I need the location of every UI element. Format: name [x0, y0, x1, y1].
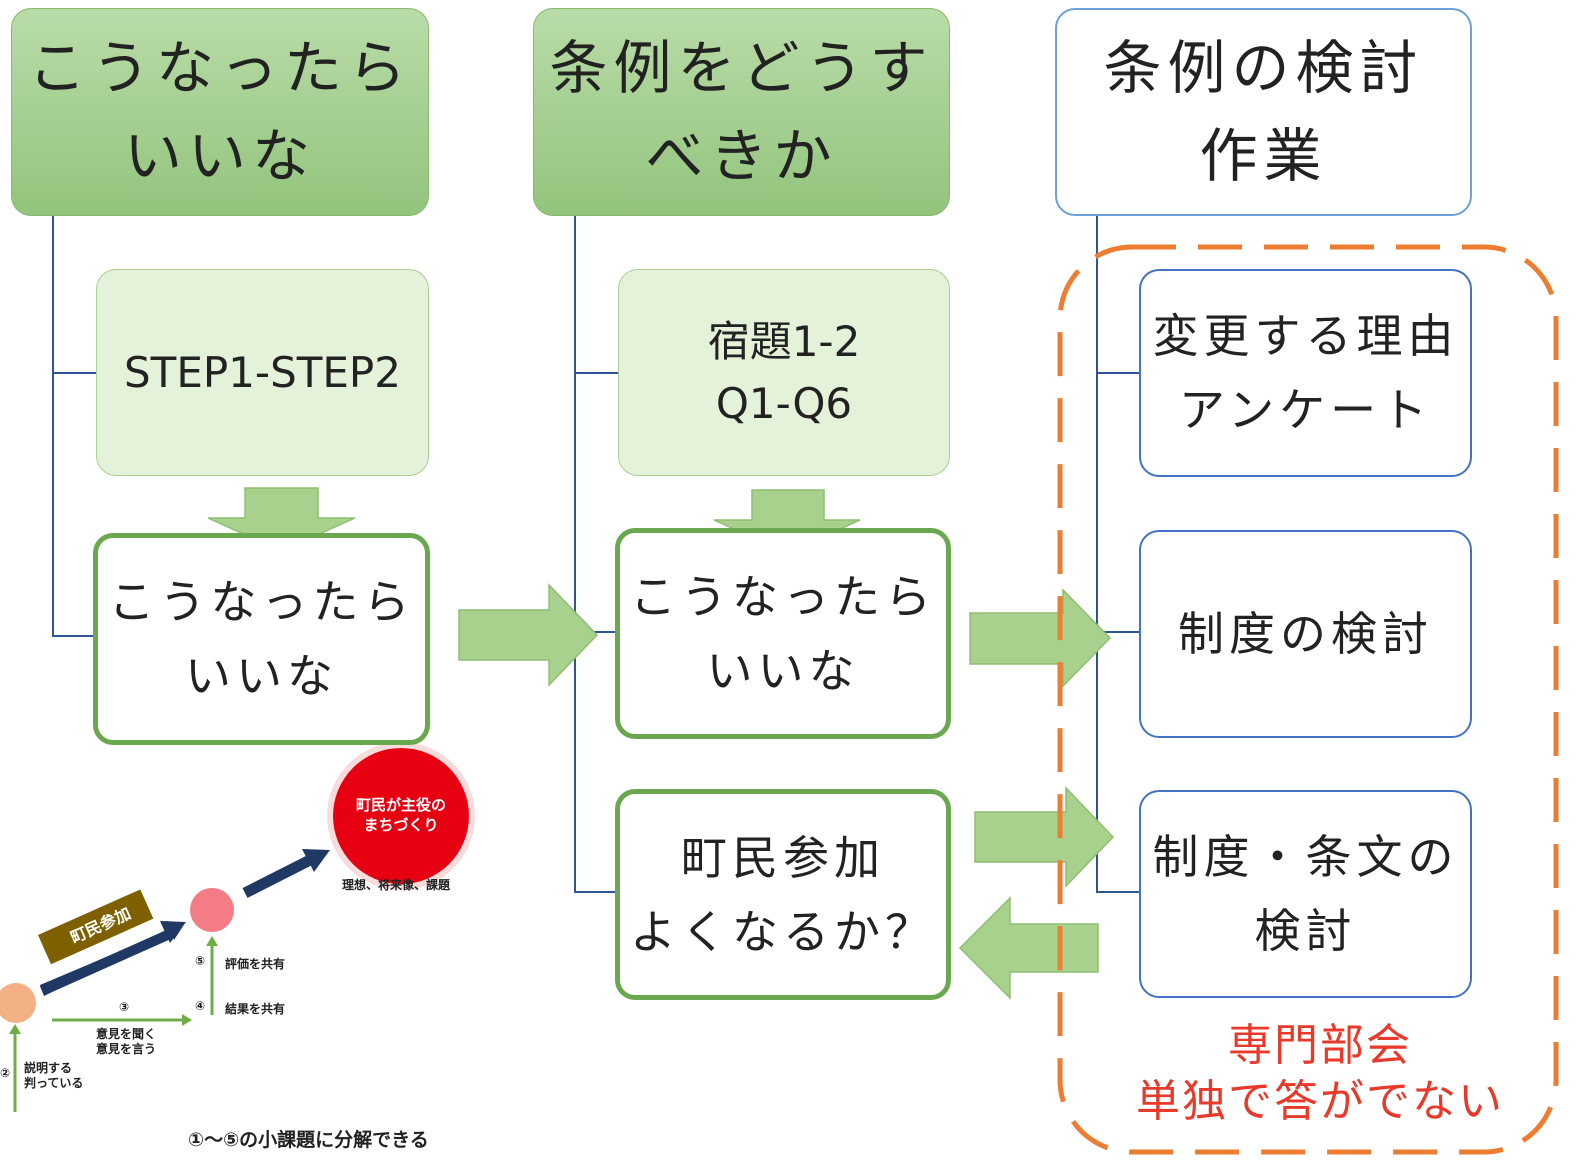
goal-text-line-1: 町民が主役の [355, 796, 446, 814]
column-3-item-system-line-1: 制度の検討 [1178, 607, 1433, 661]
column-1-header-line-2: いいな [123, 122, 316, 190]
goal-caption: 理想、将来像、課題 [342, 878, 451, 892]
column-2-header-line-2: べきか [645, 122, 838, 190]
column-1-result-box: こうなったら いいな [93, 533, 430, 745]
participation-banner [38, 889, 154, 965]
left-arrow [958, 896, 1099, 1000]
right-arrow-1 [458, 583, 599, 687]
column-2-participation-line-2: よくなるか？ [630, 904, 936, 959]
step-2-label: 説明する 判っている [24, 1061, 83, 1091]
column-3-item-system: 制度の検討 [1139, 530, 1472, 738]
column-1-connector [52, 216, 96, 637]
column-1-step-box: STEP1-STEP2 [96, 269, 429, 476]
column-3-header-line-1: 条例の検討 [1103, 34, 1424, 102]
step-4-number: ④ [195, 999, 206, 1013]
column-2-connector [574, 216, 618, 893]
mini-diagram [0, 742, 475, 1112]
step-2-label-line-1: 説明する [24, 1061, 73, 1075]
column-2-header: 条例をどうす べきか [533, 8, 950, 216]
column-1-header: こうなったら いいな [11, 8, 429, 216]
step-5-label: 評価を共有 [225, 957, 286, 971]
column-1-result-line-1: こうなったら [108, 575, 415, 629]
column-2-step-line-2: Q1-Q6 [715, 378, 853, 428]
step-4-label: 結果を共有 [225, 1002, 286, 1016]
goal-text-line-2: まちづくり [363, 816, 439, 834]
expert-group-label-line-1: 専門部会 [1228, 1020, 1412, 1071]
milestone-circle-pink [190, 888, 234, 932]
column-2-result-line-2: いいな [706, 643, 860, 698]
expert-group-label-line-2: 単独で答がでない [1136, 1076, 1504, 1127]
goal-text: 町民が主役の まちづくり [336, 795, 466, 835]
column-1-step-label: STEP1-STEP2 [124, 347, 401, 397]
right-arrow-3 [974, 786, 1115, 888]
expert-group-outline [1057, 244, 1559, 1155]
right-arrow-2 [969, 588, 1112, 688]
column-1-header-line-1: こうなったら [27, 34, 412, 102]
column-2-result-box: こうなったら いいな [615, 528, 951, 739]
column-2-step-box: 宿題1-2 Q1-Q6 [618, 269, 950, 476]
column-3-item-articles-line-2: 検討 [1254, 904, 1357, 958]
step-5-number: ⑤ [195, 954, 206, 968]
milestone-circle-orange [0, 983, 36, 1023]
step-3-label-line-1: 意見を聞く [96, 1027, 157, 1041]
expert-group-label: 専門部会 単独で答がでない [1110, 1018, 1530, 1130]
column-3-header-line-2: 作業 [1199, 122, 1328, 190]
column-3-item-reason-line-1: 変更する理由 [1152, 309, 1459, 363]
column-1-result-line-2: いいな [185, 649, 338, 703]
column-2-header-line-1: 条例をどうす [549, 34, 934, 102]
step-3-label-line-2: 意見を言う [96, 1042, 157, 1056]
column-3-connector [1096, 216, 1139, 893]
step-3-number: ③ [119, 1000, 130, 1014]
column-3-item-reason: 変更する理由 アンケート [1139, 269, 1472, 477]
column-2-step-line-1: 宿題1-2 [707, 316, 861, 366]
column-2-participation-line-1: 町民参加 [681, 830, 885, 885]
column-3-item-articles: 制度・条文の 検討 [1139, 790, 1472, 998]
column-3-item-articles-line-1: 制度・条文の [1152, 830, 1459, 884]
column-2-participation-box: 町民参加 よくなるか？ [615, 789, 951, 1000]
column-3-item-reason-line-2: アンケート [1178, 383, 1433, 437]
step-2-number: ② [0, 1066, 11, 1080]
column-2-result-line-1: こうなったら [630, 569, 936, 624]
step-3-label: 意見を聞く 意見を言う [96, 1027, 156, 1057]
step-2-label-line-2: 判っている [24, 1076, 84, 1090]
column-3-header: 条例の検討 作業 [1055, 8, 1472, 216]
mini-diagram-caption: ①〜⑤の小課題に分解できる [188, 1129, 429, 1151]
